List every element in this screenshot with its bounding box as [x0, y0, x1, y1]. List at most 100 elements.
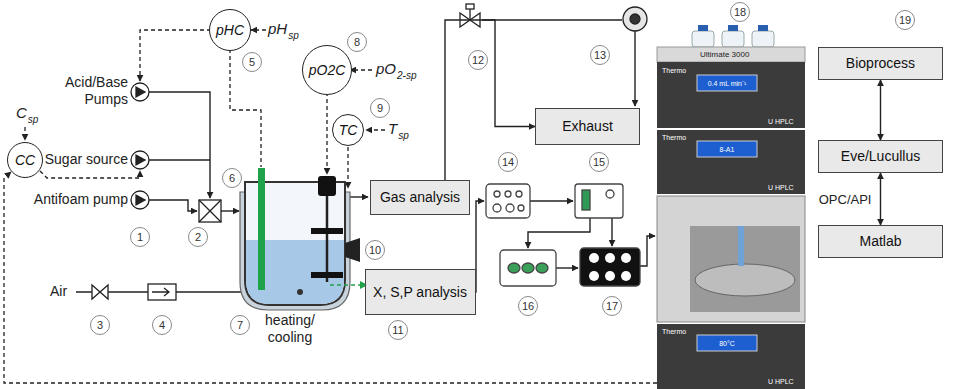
control-signal: [347, 147, 348, 188]
connector-arrow: [880, 80, 881, 140]
feed-line: [149, 159, 210, 160]
tube: [536, 263, 548, 273]
sampler-module: [657, 130, 805, 194]
indicator: [606, 190, 614, 198]
eluent-bottle: [722, 31, 744, 47]
control-signal: [326, 92, 327, 174]
filtration-unit: [575, 184, 623, 218]
bioreactor-vessel: [240, 168, 367, 310]
feed-line: [149, 200, 197, 211]
controller-circle: pO2C: [302, 45, 352, 95]
pump-symbol: [131, 191, 149, 209]
node-text: Matlab: [859, 233, 901, 250]
sample-line: [530, 200, 573, 201]
label-text: Antifoam pump: [34, 191, 128, 208]
pump-module: [657, 62, 805, 128]
tube: [522, 263, 534, 273]
impeller: [311, 228, 343, 234]
callout-number: 4: [152, 315, 172, 335]
label-text: U HPLC: [768, 377, 794, 386]
bottle-cap: [728, 25, 738, 31]
sample-plate: [486, 184, 530, 218]
vial: [605, 271, 615, 281]
centrifuge: [500, 250, 556, 286]
label-text: heating/ cooling: [260, 312, 320, 346]
sample-port: [345, 238, 360, 262]
process-box: Matlab: [818, 225, 943, 258]
label-text: U HPLC: [768, 117, 794, 126]
label-text: Air: [50, 283, 67, 300]
callout-number: 6: [222, 168, 242, 188]
vial: [589, 271, 599, 281]
node-text: Bioprocess: [846, 55, 915, 72]
label-text: 0.4 mL min⁻¹: [697, 79, 757, 88]
sample-processing: [486, 184, 640, 286]
valve-actuator: [466, 4, 474, 9]
callout-number: 10: [365, 240, 385, 260]
label-text: pO: [376, 60, 396, 77]
well: [505, 191, 511, 197]
process-box: Eve/Lucullus: [818, 140, 943, 173]
subscript-text: sp: [28, 114, 39, 126]
subscript-text: sp: [398, 130, 409, 142]
vial: [621, 253, 631, 263]
stirrer-shaft: [326, 196, 329, 282]
autosampler-module: [657, 196, 805, 322]
stirrer-motor: [318, 176, 336, 196]
flow-meter: [148, 284, 176, 300]
air-valve: [92, 285, 100, 299]
process-box: X, S,P analysis: [365, 269, 476, 315]
feed-line: [221, 210, 239, 211]
callout-number: 14: [498, 152, 518, 172]
sample-line: [611, 218, 612, 246]
sampling-arrow: [330, 284, 367, 286]
pump-triangle: [136, 155, 145, 165]
node-text: X, S,P analysis: [373, 284, 467, 301]
node-text: Exhaust: [562, 118, 613, 135]
flow-meter-arrow: [152, 288, 169, 296]
controller-circle: pHC: [209, 9, 251, 51]
pump-symbol: [131, 151, 149, 169]
vial: [621, 271, 631, 281]
connector-arrow: [445, 20, 535, 180]
pump-symbol: [131, 83, 149, 101]
feedback-signal: [4, 172, 657, 383]
label-text: pH: [268, 20, 287, 37]
solvent-tray: [657, 47, 805, 62]
controller-circle: CC: [7, 142, 43, 178]
label-text: Thermo: [662, 327, 686, 336]
callout-number: 15: [589, 152, 609, 172]
offgas-equipment: [460, 4, 647, 31]
label-text: T: [388, 120, 397, 137]
measurement-signal: [230, 49, 261, 167]
vial-rack: [580, 248, 640, 286]
mixing-valve-cross: [199, 200, 221, 222]
display-screen: [697, 141, 757, 157]
callout-number: 9: [370, 98, 390, 118]
label-text: U HPLC: [768, 183, 794, 192]
connector-arrow: [880, 173, 881, 225]
valve-stem: [469, 9, 470, 20]
air-valve: [100, 285, 108, 299]
pump-triangle: [136, 195, 145, 205]
filter-cartridge: [582, 190, 590, 210]
sample-line: [528, 218, 590, 248]
gas-pump-rotor: [630, 14, 640, 24]
callout-number: 1: [130, 227, 150, 247]
column-oven-module: [657, 324, 805, 389]
display-screen: [697, 335, 757, 351]
control-signal: [40, 171, 140, 178]
callout-number: 13: [590, 45, 610, 65]
callout-number: 7: [230, 315, 250, 335]
node-text: Eve/Lucullus: [841, 148, 920, 165]
eluent-bottle: [692, 31, 714, 47]
label-text: Sugar source: [45, 151, 128, 168]
well: [494, 191, 500, 197]
mixing-valve: [199, 200, 221, 222]
well: [518, 205, 524, 211]
setpoint-arrow: [251, 29, 266, 30]
label-text: Ultimate 3000: [700, 50, 749, 60]
callout-number: 17: [602, 296, 622, 316]
hplc-system: [657, 25, 805, 389]
